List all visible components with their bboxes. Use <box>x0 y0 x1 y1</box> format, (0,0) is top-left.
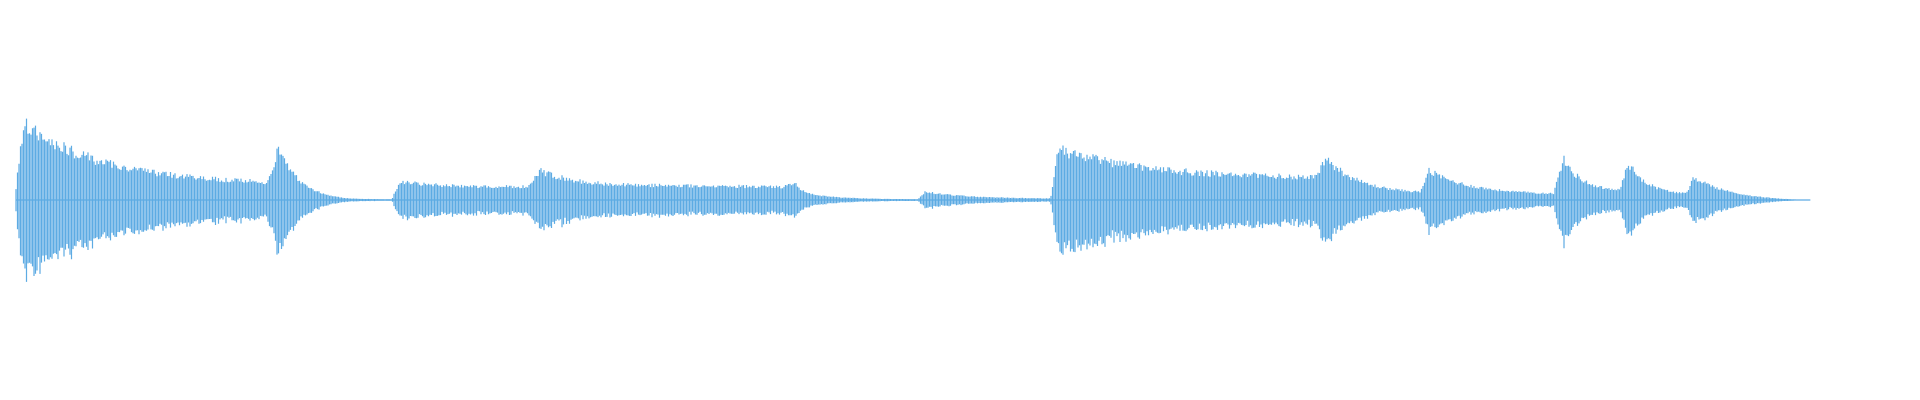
waveform-lines <box>15 118 1811 282</box>
